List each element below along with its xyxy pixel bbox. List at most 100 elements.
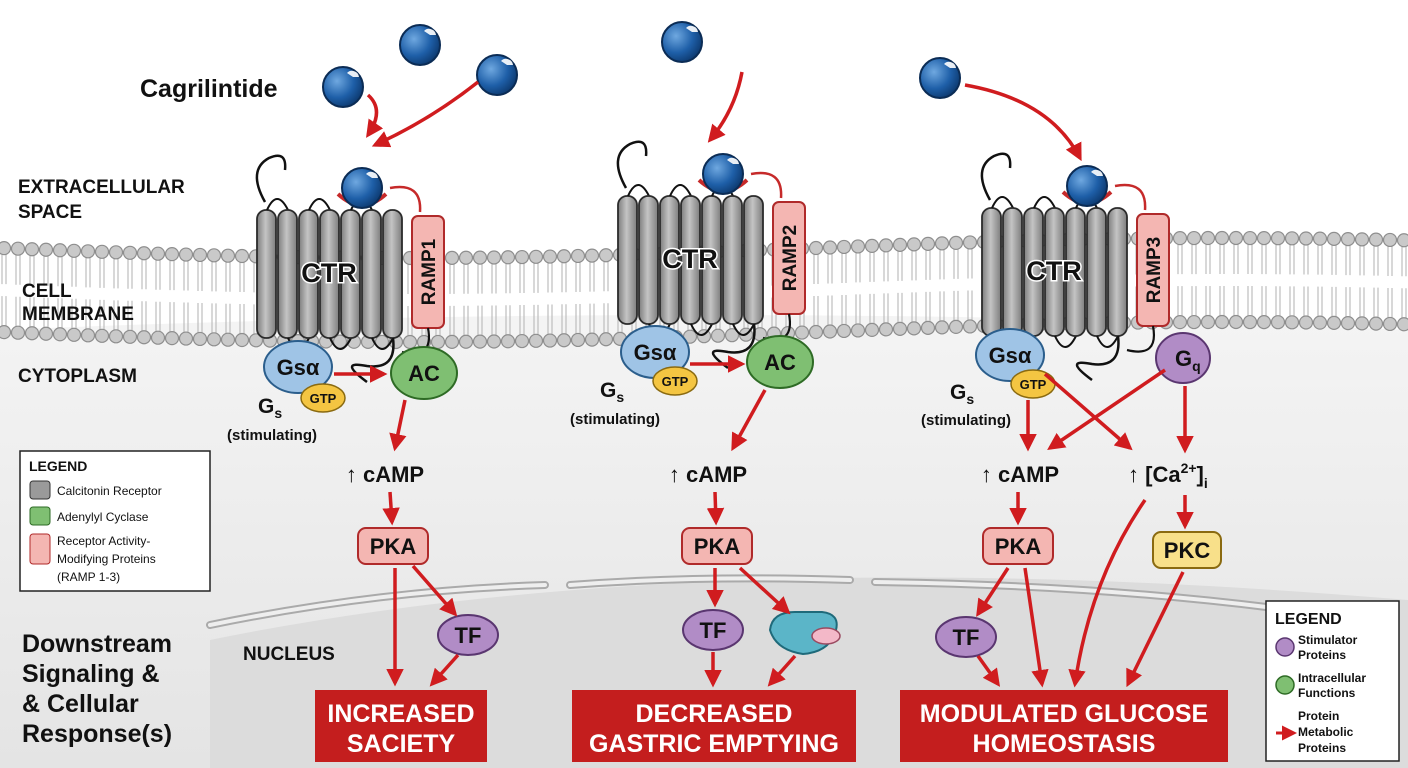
transmembrane-helix xyxy=(659,195,680,325)
legend-left-item3-line3: (RAMP 1-3) xyxy=(57,570,120,584)
lipid-head xyxy=(122,245,138,260)
legend-left: LEGEND Calcitonin Receptor Adenylyl Cycl… xyxy=(19,450,211,592)
legend-left-item1: Calcitonin Receptor xyxy=(57,484,162,498)
lipid-head xyxy=(906,237,922,252)
lipid-head xyxy=(444,250,460,265)
lipid-head xyxy=(1200,230,1216,246)
lipid-head xyxy=(248,333,264,348)
camp-label: ↑ cAMP xyxy=(346,462,424,487)
ac-label: AC xyxy=(764,350,796,375)
lipid-head xyxy=(1186,230,1202,246)
extracellular-loop xyxy=(669,184,692,197)
lipid-head xyxy=(1326,315,1342,330)
gs-alpha-label: Gsα xyxy=(277,355,320,380)
lipid-head xyxy=(1354,316,1370,331)
outcome-box-left xyxy=(315,690,487,762)
gq-protein xyxy=(1155,332,1211,384)
lipid-head xyxy=(430,334,446,350)
lipid-head xyxy=(192,247,208,263)
lipid-head xyxy=(962,235,978,250)
lipid-head xyxy=(934,236,950,251)
gs-alpha-label: Gsα xyxy=(989,343,1032,368)
extracellular-loop xyxy=(308,198,331,211)
pka-box xyxy=(681,527,753,565)
lipid-head xyxy=(570,248,586,264)
lipid-head xyxy=(1382,232,1398,248)
camp-label: ↑ cAMP xyxy=(981,462,1059,487)
lipid-head xyxy=(234,332,250,348)
legend-swatch-stimulator xyxy=(1275,637,1295,657)
lipid-head xyxy=(528,249,544,264)
transmembrane-helix xyxy=(1086,207,1107,337)
legend-left-item3-line2: Modifying Proteins xyxy=(57,552,156,566)
legend-left-item3-line1: Receptor Activity- xyxy=(57,534,150,548)
lipid-head xyxy=(808,240,824,256)
gs-label: Gs xyxy=(600,379,624,405)
legend-swatch-ramp xyxy=(29,533,51,565)
extracellular-loop xyxy=(991,196,1014,209)
bound-cagrilintide xyxy=(1061,165,1113,207)
bound-cagrilintide xyxy=(697,153,749,195)
lipid-head xyxy=(864,238,880,253)
n-terminal-loop xyxy=(616,140,648,189)
lipid-head xyxy=(948,319,964,334)
lipid-head xyxy=(150,330,166,345)
cagrilintide-molecule xyxy=(322,66,364,108)
lipid-head xyxy=(584,248,600,263)
ramp-loop xyxy=(389,185,422,213)
legend-right-item3-line2: Metabolic xyxy=(1298,725,1354,739)
legend-left-title: LEGEND xyxy=(29,458,87,474)
lipid-head xyxy=(52,327,68,342)
lipid-head xyxy=(178,247,194,262)
transmembrane-helix xyxy=(722,195,743,325)
transmembrane-helix xyxy=(617,195,638,325)
c-terminal-tail xyxy=(711,323,756,370)
lipid-head xyxy=(794,325,810,340)
lipid-head xyxy=(850,239,866,254)
extracellular-loop xyxy=(1033,196,1056,209)
lipid-head xyxy=(836,239,852,255)
outcome-left-line2: SACIETY xyxy=(347,730,456,758)
legend-right-item3-line1: Protein xyxy=(1298,709,1339,723)
transmembrane-helix xyxy=(1044,207,1065,337)
lipid-head xyxy=(584,332,600,347)
nucleus-label: NUCLEUS xyxy=(243,644,335,665)
lipid-head xyxy=(472,250,488,265)
lipid-head xyxy=(1298,315,1314,330)
lipid-head xyxy=(1256,231,1272,246)
cagrilintide-molecule xyxy=(476,54,518,96)
lipid-head xyxy=(1396,233,1408,248)
transmembrane-helix xyxy=(1107,207,1128,337)
lipid-head xyxy=(122,329,138,344)
cytoplasm-label: CYTOPLASM xyxy=(18,366,137,387)
transcription-factor xyxy=(935,616,997,658)
downstream-label-line3: & Cellular xyxy=(22,690,139,718)
lipid-head xyxy=(0,241,12,256)
lipid-head xyxy=(80,244,96,259)
pathway-right: Gsα GTP Gs (stimulating) Gq ↑ cAMP ↑ [Ca… xyxy=(900,328,1228,762)
lipid-head xyxy=(94,244,110,259)
tf-label: TF xyxy=(455,623,482,648)
transmembrane-helix xyxy=(743,195,764,325)
lipid-head xyxy=(598,332,614,347)
transmembrane-helix xyxy=(340,209,361,339)
lipid-head xyxy=(486,334,502,349)
stimulating-label: (stimulating) xyxy=(227,427,317,444)
lipid-head xyxy=(1284,315,1300,330)
membrane-label-line2: MEMBRANE xyxy=(22,304,134,325)
extracellular-label-line2: SPACE xyxy=(18,202,82,223)
lipid-head xyxy=(1242,314,1258,330)
pka-label: PKA xyxy=(995,534,1042,559)
lipid-head xyxy=(1172,315,1188,330)
intracellular-loop xyxy=(732,323,755,336)
gtp-label: GTP xyxy=(662,374,689,389)
lipid-head xyxy=(808,324,824,340)
gtp-molecule xyxy=(652,366,698,396)
lipid-head xyxy=(1256,315,1272,330)
outcome-box-right xyxy=(900,690,1228,762)
gs-label: Gs xyxy=(950,381,974,407)
lipid-head xyxy=(0,325,12,340)
